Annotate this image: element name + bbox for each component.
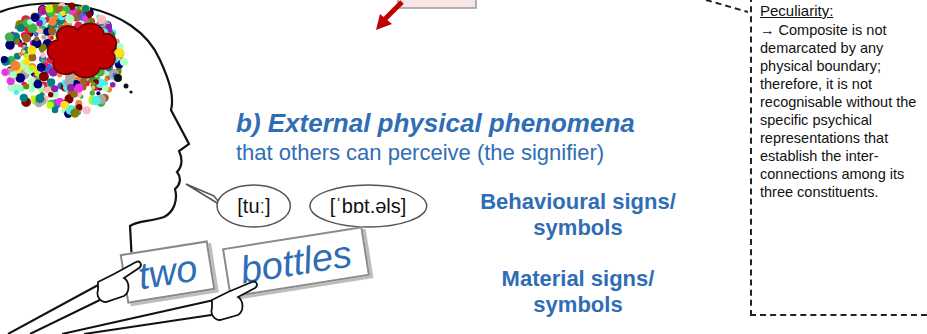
brain-dot xyxy=(35,71,40,76)
thought-dot xyxy=(124,84,129,89)
category-label: Material signs/ symbols xyxy=(470,266,686,318)
brain-dot xyxy=(14,90,19,95)
brain-dot xyxy=(60,11,65,16)
brain-dot xyxy=(28,23,38,33)
brain-dot xyxy=(91,86,95,90)
brain-dot xyxy=(50,36,54,40)
arm xyxy=(8,284,100,334)
brain-dot xyxy=(27,19,32,24)
brain-dot xyxy=(29,54,37,62)
bubble-ellipse xyxy=(310,185,427,227)
arm xyxy=(84,314,218,334)
brain-dot xyxy=(20,94,28,102)
brain-dot xyxy=(80,78,87,85)
thought-dot xyxy=(114,74,122,82)
brain-dot xyxy=(34,80,43,89)
brain-dot xyxy=(41,35,46,40)
brain-dot xyxy=(18,43,23,48)
phonetic-text: [ˈbɒt.əls] xyxy=(309,184,428,228)
brain-dot xyxy=(52,107,59,114)
word-text: bottles xyxy=(238,234,355,289)
dashed-leader xyxy=(706,0,748,12)
brain-dot xyxy=(22,34,31,43)
word-board: two xyxy=(120,240,216,303)
brain-dot xyxy=(29,65,35,71)
brain-dot xyxy=(39,72,49,82)
brain-dot xyxy=(48,92,53,97)
speech-bubble: [ˈbɒt.əls] xyxy=(309,184,428,228)
arrow-head xyxy=(376,14,392,30)
brain-dot xyxy=(27,45,36,54)
brain-dots xyxy=(1,3,128,118)
partial-box xyxy=(398,0,476,8)
brain-dot xyxy=(74,83,83,92)
brain-dot xyxy=(5,32,14,41)
brain-dot xyxy=(82,5,90,13)
phonetic-text: [tuː] xyxy=(216,184,291,228)
brain-dot xyxy=(115,49,125,59)
brain-dot xyxy=(40,53,45,58)
brain-dot xyxy=(47,78,55,86)
brain-dot xyxy=(115,48,125,58)
brain-dot xyxy=(51,85,58,92)
brain-dot xyxy=(83,106,91,114)
brain-dot xyxy=(37,63,46,72)
brain-dot xyxy=(19,52,23,56)
brain-dot xyxy=(82,16,88,22)
word-board: bottles xyxy=(222,226,370,298)
subheading-label: that others can perceive (the signifier) xyxy=(236,140,604,166)
brain-dot xyxy=(1,56,8,63)
heading-label: b) External physical phenomena xyxy=(236,108,635,139)
brain-dot xyxy=(92,82,96,86)
brain-dot xyxy=(1,57,10,66)
brain-dot xyxy=(60,101,68,109)
brain-dot xyxy=(91,96,100,105)
brain-dot xyxy=(90,90,95,95)
brain-dot xyxy=(48,27,56,35)
bubble-ellipse xyxy=(217,185,290,227)
brain-dot xyxy=(17,24,25,32)
brain-dot xyxy=(45,5,53,13)
head-outline xyxy=(0,3,189,262)
category-label: Behavioural signs/ symbols xyxy=(470,189,686,241)
brain-dot xyxy=(57,12,66,21)
thought-cloud xyxy=(48,24,117,78)
brain-dot xyxy=(10,71,17,78)
speech-bubble: [tuː] xyxy=(216,184,291,228)
brain-dot xyxy=(34,36,39,41)
arm xyxy=(30,298,104,334)
brain-dot xyxy=(11,61,21,71)
brain-dot xyxy=(70,108,79,117)
bubble-tail xyxy=(186,184,222,206)
brain-dot xyxy=(49,18,57,26)
note-heading: Peculiarity: xyxy=(760,2,921,19)
red-arrow xyxy=(384,2,402,20)
brain-dot xyxy=(34,32,39,37)
word-text: two xyxy=(136,249,200,296)
brain-dot xyxy=(110,82,116,88)
brain-dot xyxy=(23,83,29,89)
brain-dot xyxy=(120,58,128,66)
brain-dot xyxy=(104,78,108,82)
brain-dot xyxy=(1,69,8,76)
spacer xyxy=(0,262,1,334)
brain-dot xyxy=(36,20,43,27)
brain-dot xyxy=(67,84,74,91)
note-box: Peculiarity: → Composite is not demarcate… xyxy=(750,0,927,316)
note-body: → Composite is not demarcated by any phy… xyxy=(760,21,921,201)
brain-dot xyxy=(65,14,74,23)
brain-dot xyxy=(35,94,44,103)
brain-dot xyxy=(102,85,109,92)
thought-dot xyxy=(129,90,132,93)
brain-dot xyxy=(97,15,106,24)
brain-dot xyxy=(5,40,15,50)
